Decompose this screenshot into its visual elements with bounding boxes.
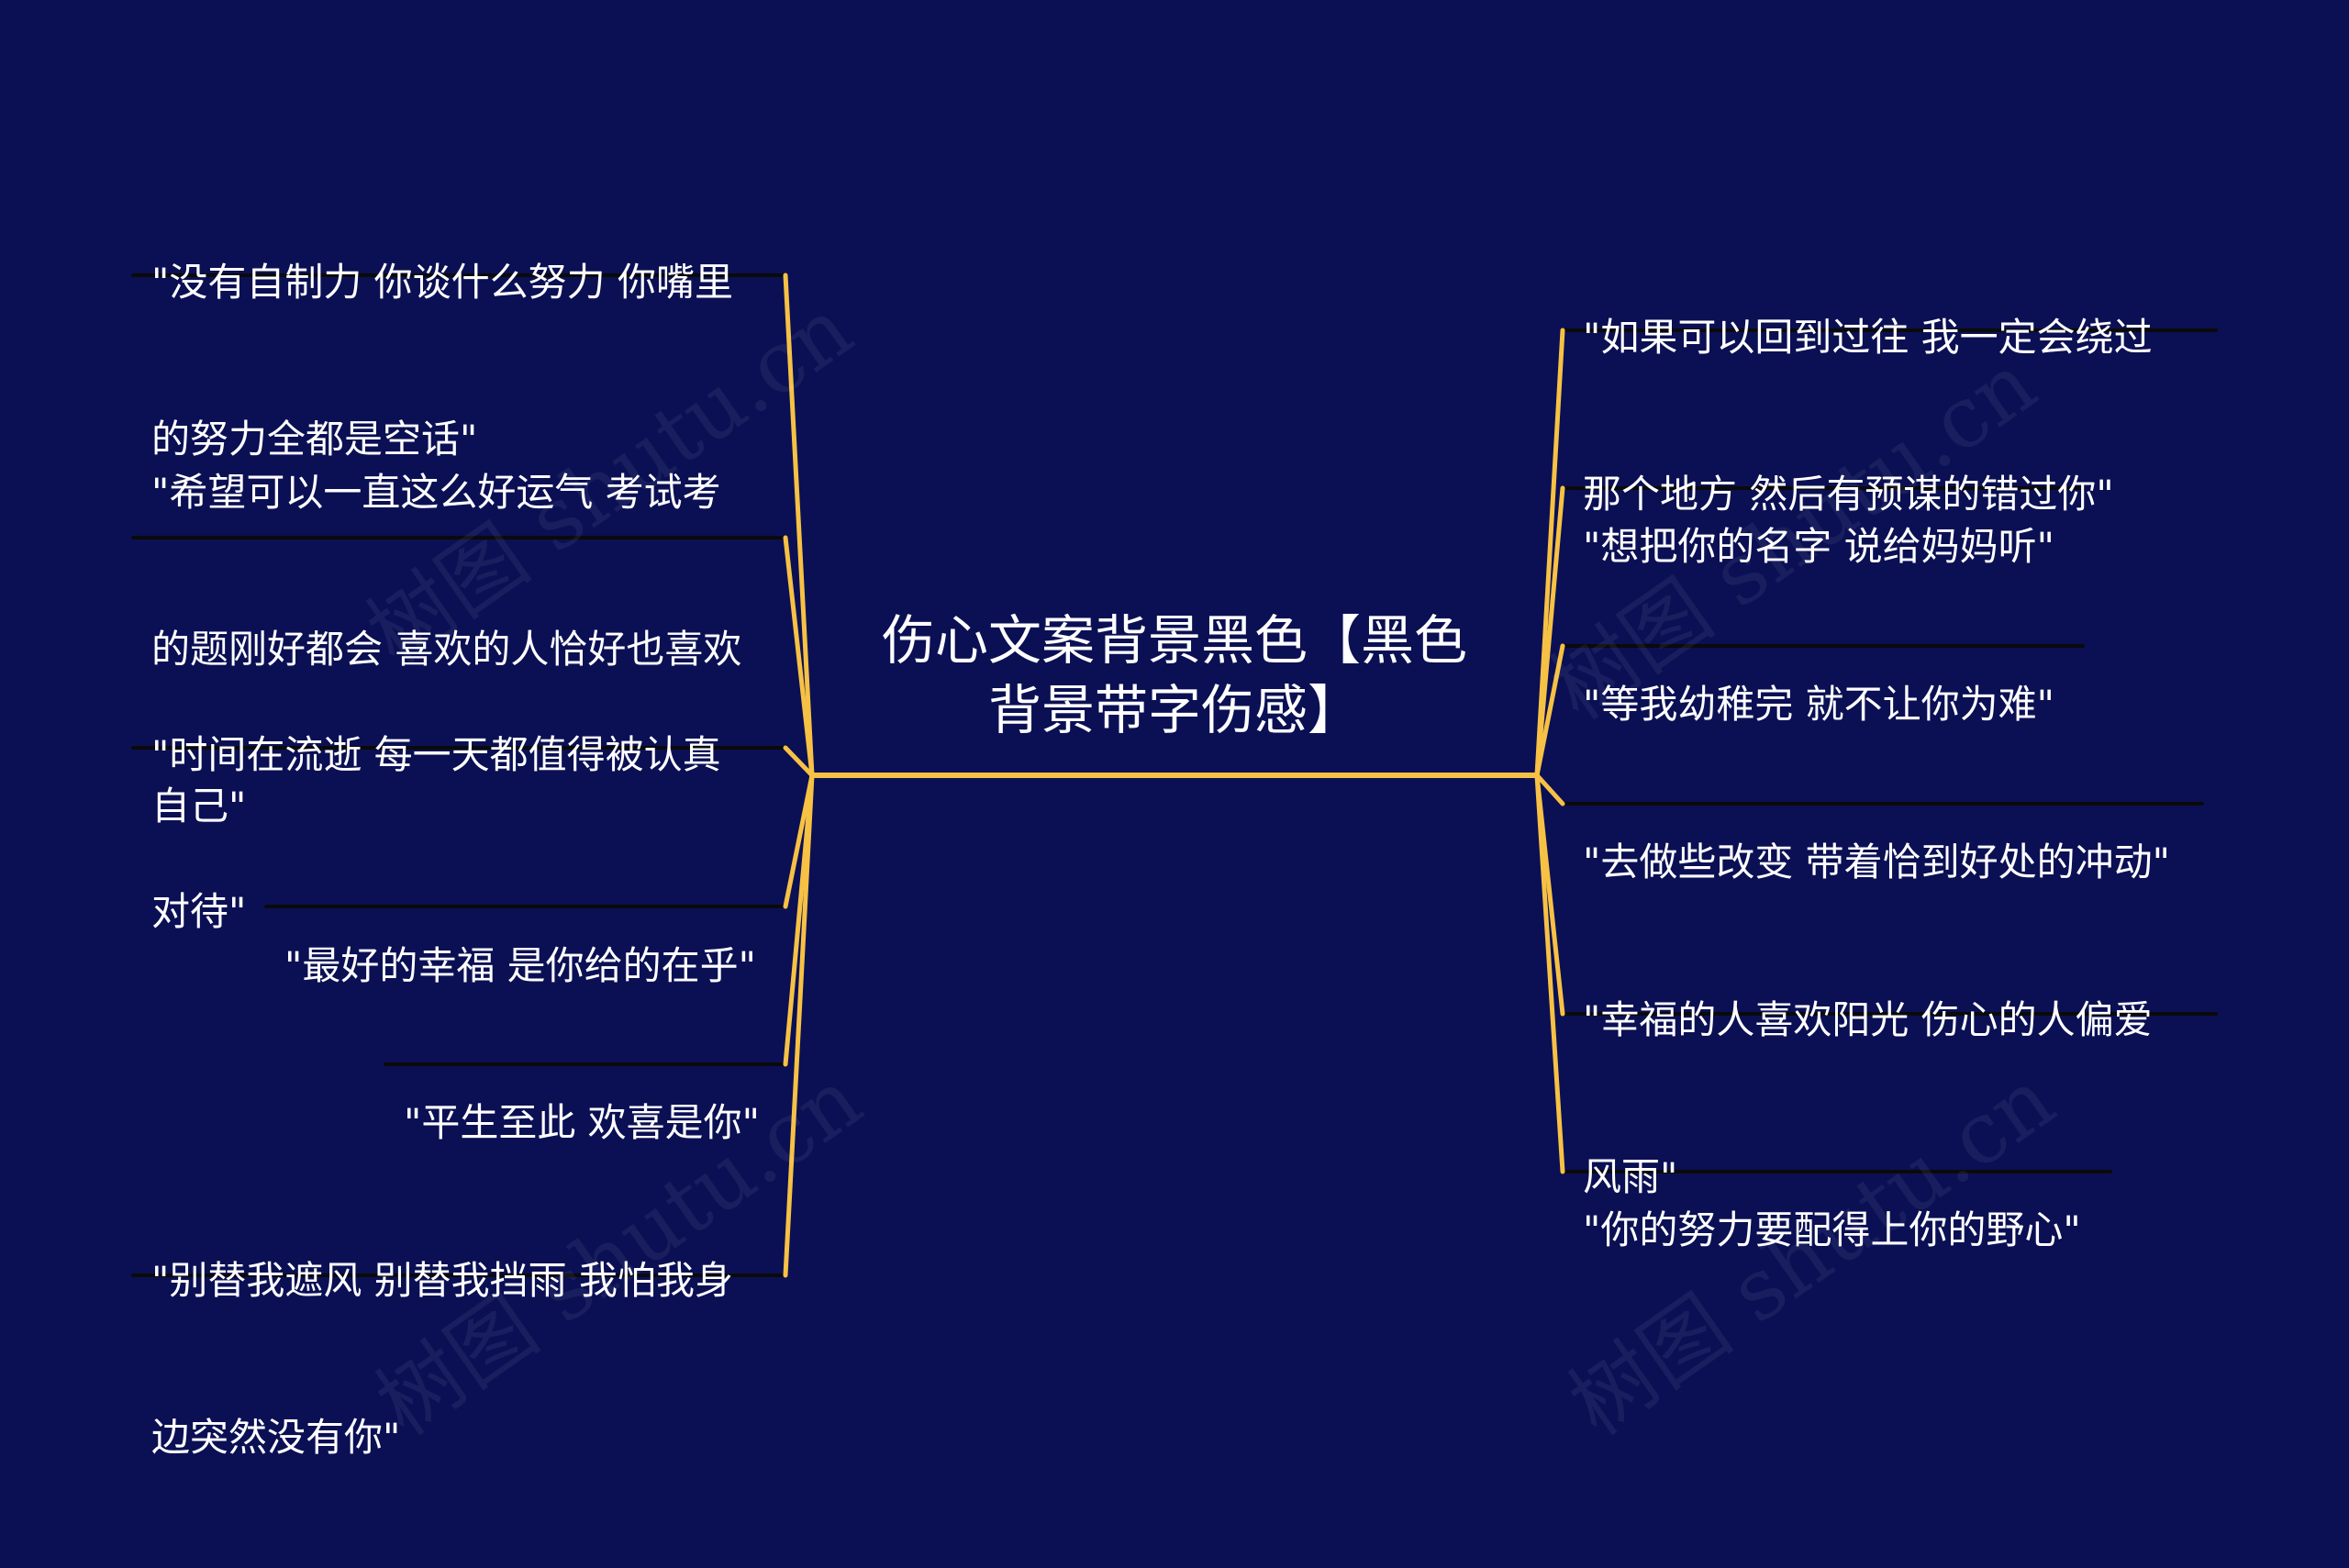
- right-branch-node-2[interactable]: "想把你的名字 说给妈妈听": [1583, 416, 2054, 677]
- node-line: "幸福的人喜欢阳光 伤心的人偏爱: [1583, 997, 2153, 1042]
- branch-connectors: [131, 272, 2218, 1278]
- right-branch-line-1: [1534, 328, 1565, 778]
- right-branch-node-5[interactable]: "幸福的人喜欢阳光 伤心的人偏爱 风雨": [1583, 889, 2153, 1307]
- node-line: 那个地方 然后有预谋的错过你": [1583, 472, 2114, 517]
- central-topic-line-1: 伤心文案背景黑色【黑色: [881, 609, 1467, 672]
- node-line: "平生至此 欢喜是你": [404, 1100, 760, 1145]
- node-line: "去做些改变 带着恰到好处的冲动": [1583, 840, 2170, 884]
- node-line: 对待": [151, 889, 247, 934]
- central-topic-line-2: 背景带字伤感】: [987, 679, 1361, 741]
- left-branch-node-4[interactable]: "最好的幸福 是你给的在乎": [284, 835, 756, 1096]
- left-branch-node-3[interactable]: "时间在流逝 每一天都值得被认真 对待": [151, 624, 721, 1042]
- node-line: 自己": [151, 784, 247, 828]
- right-branch-node-6[interactable]: "你的努力要配得上你的野心": [1583, 1099, 2081, 1361]
- right-branch-line-4: [1534, 773, 1565, 806]
- node-line: 的题刚好都会 喜欢的人恰好也喜欢: [151, 627, 742, 672]
- node-line: "别替我遮风 别替我挡雨 我怕我身: [151, 1258, 734, 1303]
- node-line: "希望可以一直这么好运气 考试考: [151, 470, 721, 515]
- node-line: 风雨": [1583, 1154, 1678, 1199]
- left-branch-line-1: [783, 272, 815, 778]
- left-branch-node-5[interactable]: "平生至此 欢喜是你": [404, 992, 760, 1253]
- left-branch-line-2: [783, 535, 815, 778]
- node-line: "时间在流逝 每一天都值得被认真: [151, 732, 721, 777]
- node-line: 边突然没有你": [151, 1415, 401, 1460]
- right-branch-node-3[interactable]: "等我幼稚完 就不让你为难": [1583, 573, 2054, 835]
- right-branch-node-4[interactable]: "去做些改变 带着恰到好处的冲动": [1583, 731, 2170, 993]
- node-line: "等我幼稚完 就不让你为难": [1583, 682, 2054, 727]
- left-branch-node-1[interactable]: "没有自制力 你谈什么努力 你嘴里 的努力全都是空话": [151, 151, 733, 570]
- right-branch-line-2: [1534, 485, 1565, 778]
- node-line: "想把你的名字 说给妈妈听": [1583, 524, 2054, 569]
- mind-map-canvas: 树图 shutu.cn 树图 shutu.cn 树图 shutu.cn 树图 s…: [131, 151, 2218, 1460]
- node-line: "最好的幸福 是你给的在乎": [284, 943, 756, 988]
- left-branch-node-6[interactable]: "别替我遮风 别替我挡雨 我怕我身 边突然没有你": [151, 1150, 733, 1568]
- right-branch-line-6: [1534, 773, 1565, 1174]
- node-line: 的努力全都是空话": [151, 417, 478, 462]
- left-branch-line-3: [783, 745, 815, 778]
- left-branch-node-2[interactable]: "希望可以一直这么好运气 考试考 的题刚好都会 喜欢的人恰好也喜欢 自己": [151, 361, 741, 937]
- node-line: "如果可以回到过往 我一定会绕过: [1583, 315, 2153, 360]
- right-branch-node-1[interactable]: "如果可以回到过往 我一定会绕过 那个地方 然后有预谋的错过你": [1583, 206, 2153, 625]
- node-line: "你的努力要配得上你的野心": [1583, 1207, 2081, 1252]
- left-branch-line-6: [783, 773, 815, 1278]
- left-branch-line-4: [783, 773, 815, 909]
- right-branch-line-3: [1534, 643, 1565, 778]
- node-line: "没有自制力 你谈什么努力 你嘴里: [151, 260, 734, 305]
- central-topic[interactable]: 伤心文案背景黑色【黑色 背景带字伤感】: [853, 606, 1496, 745]
